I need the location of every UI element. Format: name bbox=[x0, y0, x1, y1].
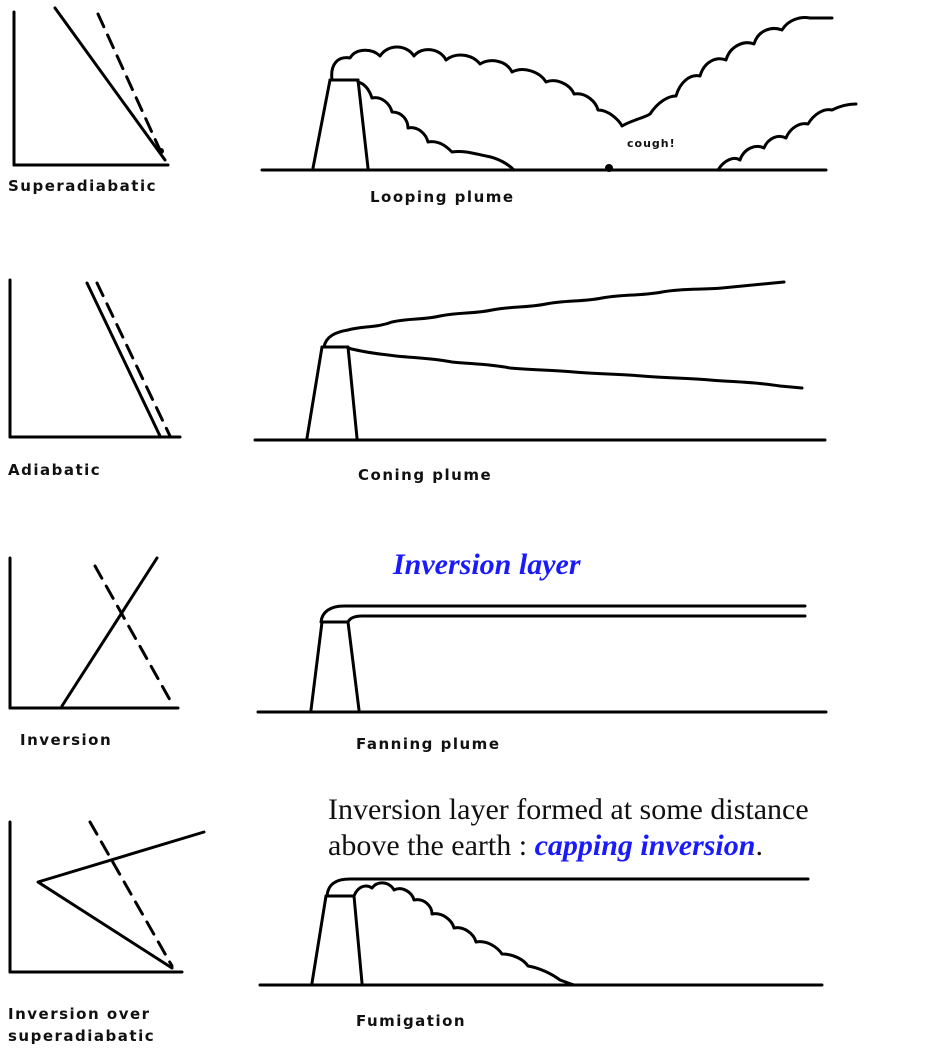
plume-lower-edge bbox=[356, 80, 516, 172]
person-dot bbox=[605, 164, 613, 172]
stack bbox=[311, 78, 370, 170]
stack bbox=[305, 345, 359, 440]
fumigation-label: Fumigation bbox=[356, 1012, 467, 1030]
adiabatic-lapse-line bbox=[93, 564, 172, 702]
adiabatic-lapse-line bbox=[88, 820, 174, 968]
plume-lower-edge bbox=[346, 346, 804, 390]
capping-inversion-note-line1: Inversion layer formed at some distance bbox=[328, 793, 809, 826]
coning-plume-label: Coning plume bbox=[358, 466, 493, 484]
inversion-over-label-line2: superadiabatic bbox=[8, 1027, 156, 1045]
capping-note-prefix: above the earth : bbox=[328, 829, 535, 862]
environmental-lapse-line bbox=[36, 830, 206, 970]
adiabatic-lapse-line bbox=[96, 12, 162, 152]
plume-lower-edge bbox=[346, 614, 807, 624]
adiabatic-lapse-line bbox=[95, 281, 172, 438]
capping-inversion-term: capping inversion bbox=[534, 829, 756, 862]
environmental-lapse-line bbox=[60, 556, 159, 708]
inversion-layer-title: Inversion layer bbox=[393, 548, 581, 581]
cough-annotation: cough! bbox=[627, 137, 676, 150]
fanning-plume-label: Fanning plume bbox=[356, 735, 501, 753]
adiabatic-profile bbox=[8, 278, 182, 439]
fumigation-plume-drawing bbox=[258, 877, 824, 987]
stack bbox=[310, 894, 364, 985]
coning-plume-drawing bbox=[253, 280, 827, 442]
environmental-lapse-line bbox=[85, 281, 162, 438]
environmental-lapse-line bbox=[53, 6, 167, 162]
looping-plume-label: Looping plume bbox=[370, 188, 515, 206]
inversion-profile bbox=[8, 556, 180, 710]
superadiabatic-profile bbox=[12, 6, 170, 167]
looping-plume-drawing bbox=[260, 16, 858, 172]
inversion-label: Inversion bbox=[20, 731, 113, 749]
fanning-plume-drawing bbox=[256, 604, 828, 714]
inversion-over-label-line1: Inversion over bbox=[8, 1005, 151, 1023]
plume-upper-edge bbox=[322, 280, 786, 349]
plume-upper-edge bbox=[330, 16, 834, 128]
adiabatic-label: Adiabatic bbox=[8, 461, 102, 479]
inversion-over-superadiabatic-profile bbox=[8, 820, 206, 974]
plume-returning-edge bbox=[716, 102, 858, 172]
plume-upper-edge bbox=[325, 877, 810, 898]
plume-lower-edge bbox=[352, 881, 576, 987]
intersection-dot bbox=[158, 148, 164, 154]
capping-note-suffix: . bbox=[755, 829, 763, 862]
stack bbox=[309, 620, 361, 712]
superadiabatic-label: Superadiabatic bbox=[8, 177, 157, 195]
plume-upper-edge bbox=[319, 604, 807, 624]
capping-inversion-note-line2: above the earth : capping inversion. bbox=[328, 829, 763, 862]
